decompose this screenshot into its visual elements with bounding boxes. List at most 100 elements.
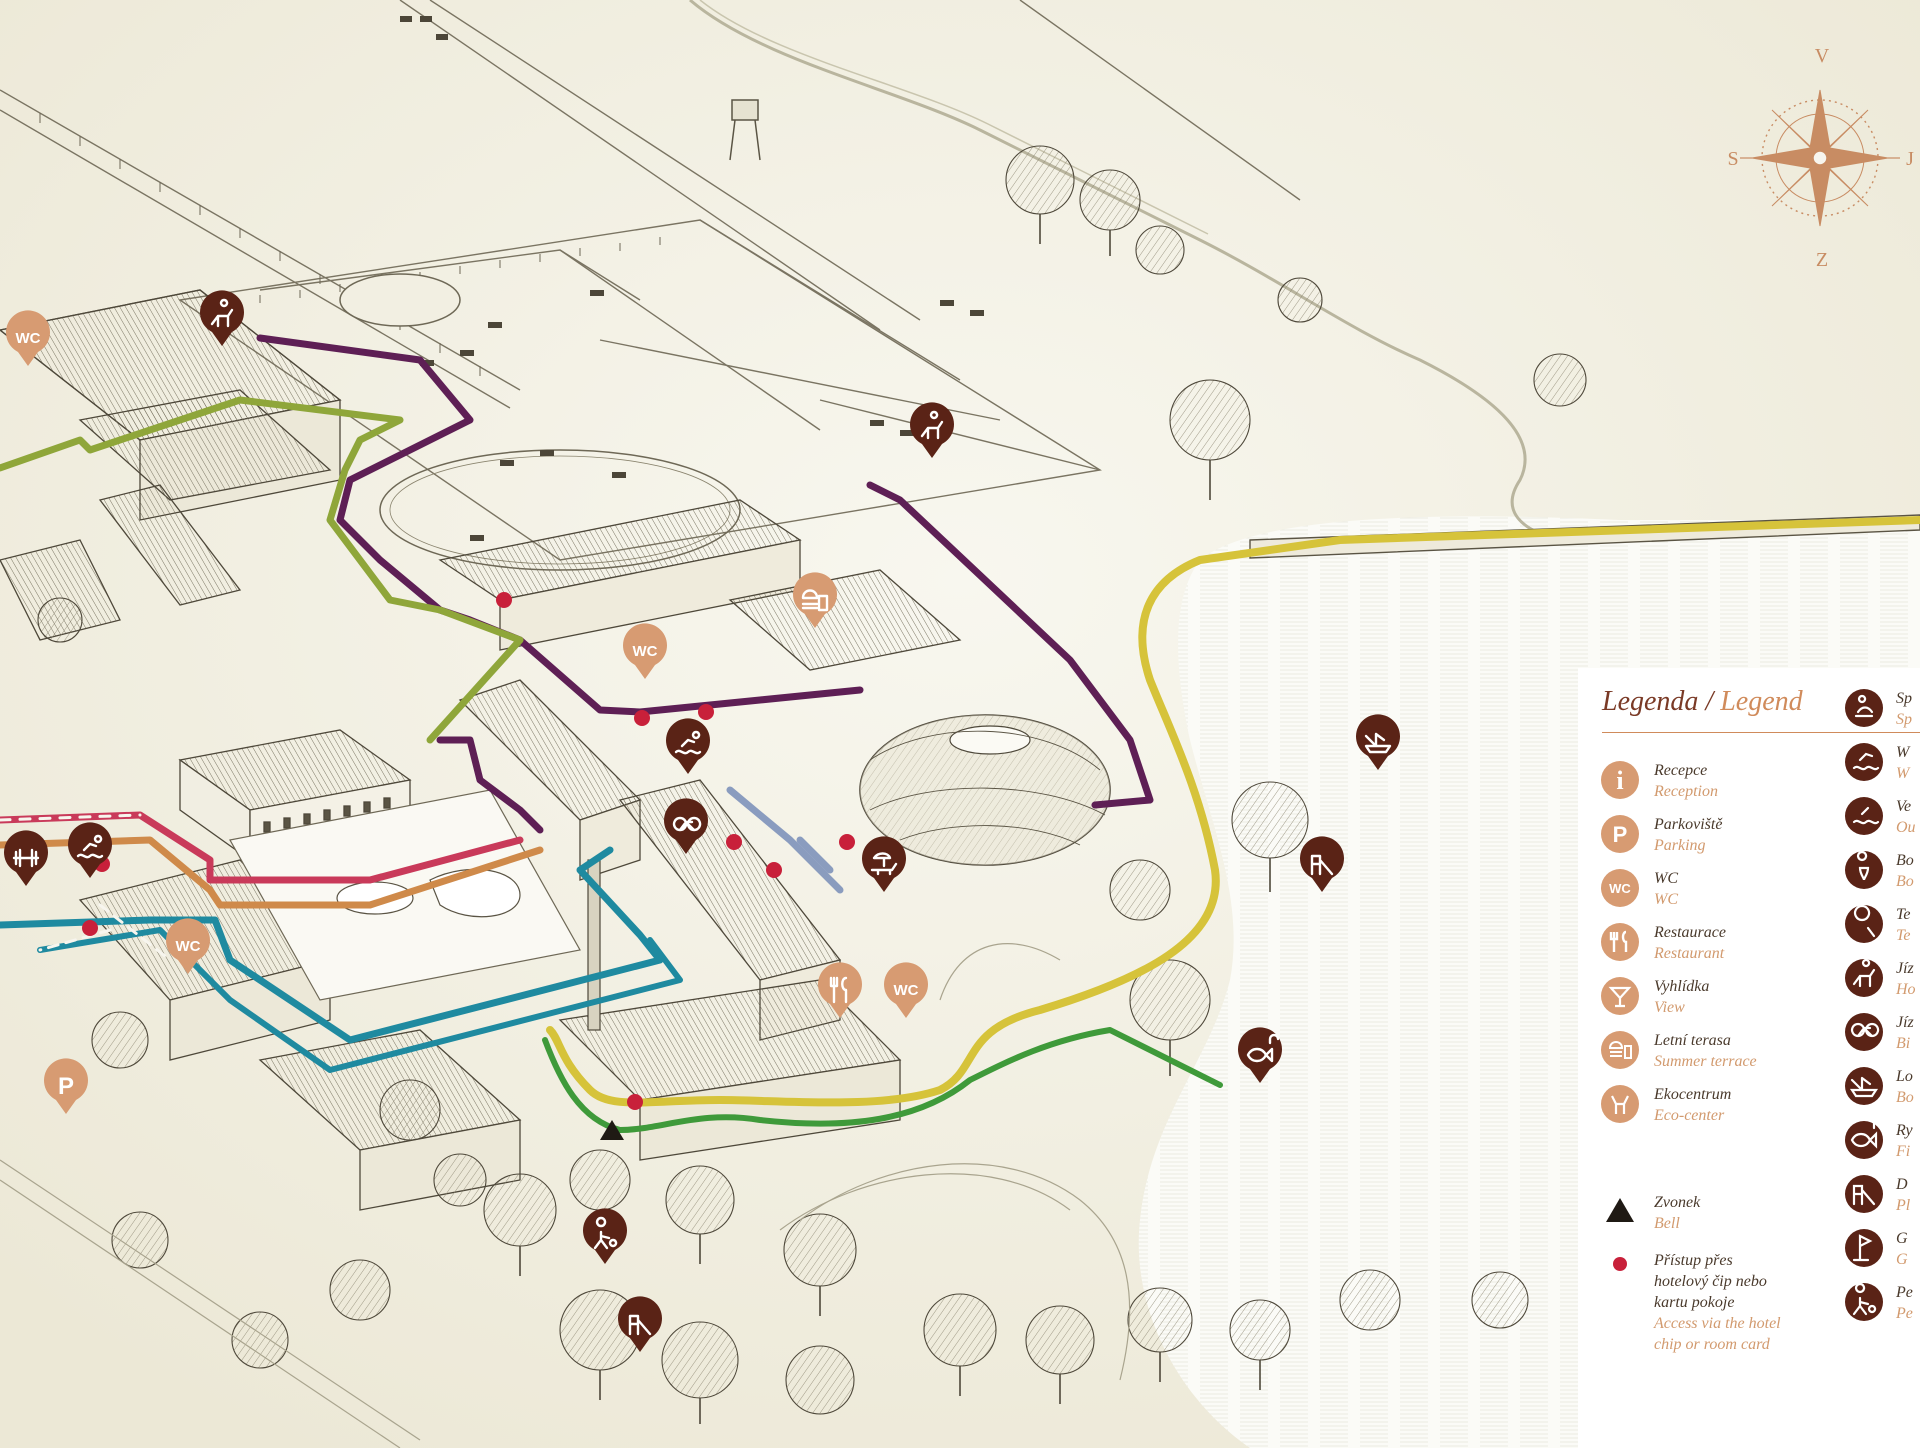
bell-icon: [1606, 1198, 1634, 1222]
info-icon: i: [1601, 761, 1639, 799]
route-pink: [0, 811, 524, 884]
legend-label-cz-line: hotelový čip nebo: [1654, 1273, 1767, 1290]
compass-rose: [1740, 89, 1900, 227]
svg-text:WC: WC: [1609, 881, 1631, 896]
eco-center-dome: [859, 714, 1111, 866]
legend-label-en: G: [1896, 1251, 1908, 1268]
legend-label-cz: Parkoviště: [1654, 816, 1723, 833]
legend-label-cz: Ry: [1896, 1122, 1913, 1139]
pin-marker: [910, 402, 954, 458]
south-buildings: [78, 859, 902, 1211]
compass-east: J: [1906, 148, 1914, 170]
map-pin-wellness-pool[interactable]: [68, 822, 112, 878]
compass-south: Z: [1816, 249, 1828, 271]
legend-label-en: Ou: [1896, 819, 1916, 836]
map-pin-sunbathing[interactable]: [862, 836, 906, 892]
map-pin-parking[interactable]: P: [44, 1058, 88, 1114]
map-pin-playground-park[interactable]: [618, 1296, 662, 1352]
pin-marker: [618, 1296, 662, 1352]
legend-divider: [1602, 732, 1920, 733]
legend-label-en: WC: [1654, 891, 1678, 908]
map-pin-horse-riding-2[interactable]: [910, 402, 954, 458]
round-pen: [339, 273, 461, 327]
swimming-icon: [674, 730, 702, 755]
legend-label-cz: Ekocentrum: [1654, 1086, 1732, 1103]
boat-icon: [1845, 1067, 1883, 1105]
access-dot-icon: [1613, 1257, 1627, 1271]
route-olive: [0, 396, 524, 744]
petanque-icon: [1845, 1282, 1883, 1321]
legend-label-en: Parking: [1654, 837, 1706, 854]
wellness-icon: [1845, 743, 1883, 781]
map-pin-restaurant[interactable]: [818, 962, 862, 1018]
legend-label-en: Bi: [1896, 1035, 1911, 1052]
pin-marker: [6, 310, 50, 366]
map-pin-wc-center[interactable]: WC: [623, 623, 667, 679]
restaurant-icon: [1601, 923, 1639, 961]
map-pin-fishing[interactable]: [1238, 1027, 1282, 1083]
legend-label-cz-line: kartu pokoje: [1654, 1294, 1735, 1311]
map-pin-horse-riding-1[interactable]: [200, 290, 244, 346]
legend-label-cz: Restaurace: [1654, 924, 1726, 941]
map-pin-summer-terrace[interactable]: [793, 572, 837, 628]
legend-label-en: Bo: [1896, 1089, 1914, 1106]
footpaths: [0, 943, 1131, 1448]
legend-label-cz: D: [1896, 1176, 1908, 1193]
legend-label-en-line: chip or room card: [1654, 1336, 1770, 1353]
map-pin-gym[interactable]: [4, 830, 48, 886]
legend-label-cz: Pe: [1896, 1284, 1913, 1301]
pin-marker: [884, 962, 928, 1018]
legend-label-en: Pl: [1896, 1197, 1911, 1214]
fishing-icon: [1845, 1120, 1884, 1159]
svg-text:P: P: [1613, 822, 1628, 847]
horse-riding-icon: [920, 410, 944, 440]
parking-icon: P: [1601, 815, 1639, 853]
map-pin-wc-nw[interactable]: WC: [6, 310, 50, 366]
legend-label-en-line: Access via the hotel: [1654, 1315, 1781, 1332]
restaurant-icon: [829, 976, 848, 1004]
legend-label-cz: Vyhlídka: [1654, 978, 1710, 995]
map-pins: WC WC WC WC P: [4, 290, 1400, 1352]
playground-icon: [1310, 854, 1334, 876]
legend-label-en: Summer terrace: [1654, 1053, 1757, 1070]
boat-icon: [1364, 732, 1392, 754]
legend-label-cz: Jíz: [1896, 1014, 1914, 1031]
map-pin-petanque[interactable]: [583, 1208, 627, 1264]
pin-marker: [623, 623, 667, 679]
legend-label-cz: Jíz: [1896, 960, 1914, 977]
map-pin-playground-lake[interactable]: [1300, 836, 1344, 892]
map-pin-wc-restaurant[interactable]: WC: [884, 962, 928, 1018]
legend-title-cz: Legenda: [1602, 686, 1699, 717]
terrace-icon: [801, 589, 829, 612]
pin-label: WC: [16, 330, 41, 347]
legend-label-cz: Te: [1896, 906, 1911, 923]
map-pin-bike[interactable]: [664, 798, 708, 854]
map-pin-boating[interactable]: [1356, 714, 1400, 770]
trees: [37, 145, 1587, 1415]
legend-label-en: View: [1654, 999, 1685, 1016]
legend-label-en: Sp: [1896, 711, 1912, 728]
legend-label-en: W: [1896, 765, 1910, 782]
map-pin-pool[interactable]: [666, 718, 710, 774]
legend-label-en: Bell: [1654, 1215, 1680, 1232]
compass-west: S: [1727, 148, 1738, 170]
legend-title-separator: /: [1698, 686, 1721, 717]
legend-label-en: Restaurant: [1654, 945, 1725, 962]
playground-icon: [1845, 1175, 1883, 1213]
map-pin-wc-south[interactable]: WC: [166, 918, 210, 974]
legend-label-en: Pe: [1896, 1305, 1913, 1322]
legend-title: Legenda / Legend: [1602, 686, 1803, 718]
legend-label-cz-line: Přístup přes: [1654, 1252, 1733, 1269]
route-blue: [726, 786, 844, 894]
view-icon: [1601, 977, 1639, 1015]
legend-label-cz: Lo: [1896, 1068, 1913, 1085]
